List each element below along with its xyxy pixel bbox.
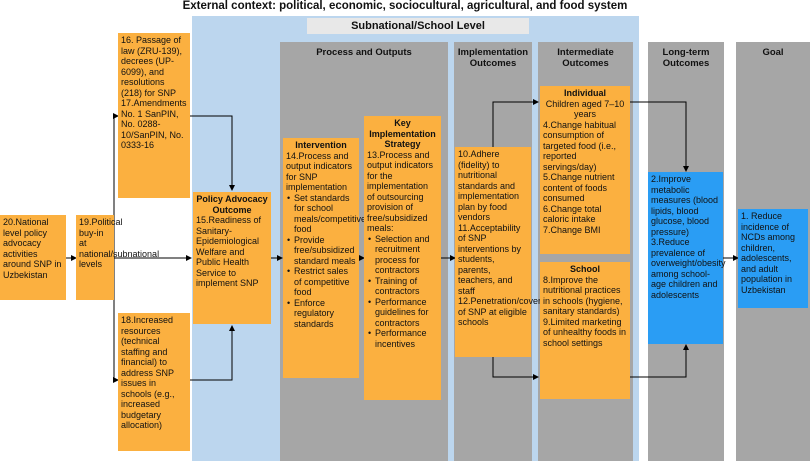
box-10-text: 10.Adhere (fidelity) to nutritional stan… [458, 149, 520, 222]
strategy-item: Selection and recruitment process for co… [368, 234, 438, 276]
longterm-header: Long-term Outcomes [662, 47, 710, 69]
external-context-title: External context: political, economic, s… [182, 0, 628, 12]
process-header: Process and Outputs [316, 47, 412, 58]
box-18-resources: 18.Increased resources (technical staffi… [118, 313, 190, 451]
box-2-text: 2.Improve metabolic measures (blood lipi… [651, 174, 719, 237]
intervention-item: Enforce regulatory standards [287, 298, 356, 330]
intervention-item: Provide free/subsidized standard meals [287, 235, 356, 267]
box-1-text: 1. Reduce incidence of NCDs among childr… [741, 211, 796, 295]
box-13-key-implementation-strategy: Key Implementation Strategy 13.Process a… [364, 116, 441, 400]
policy-advocacy-title: Policy Advocacy Outcome [196, 194, 268, 215]
box-8-text: 8.Improve the nutritional practices in s… [543, 274, 623, 317]
box-4-text: 4.Change habitual consumption of targete… [543, 119, 617, 172]
intervention-list: Set standards for school meals/competiti… [286, 193, 366, 330]
box-14-text: 14.Process and output indicators for SNP… [286, 150, 353, 193]
box-16-17-legislation: 16. Passage of law (ZRU-139), decrees (U… [118, 33, 190, 198]
box-19-political-buy-in: 19.Political buy-in at national/subnatio… [76, 215, 159, 300]
strategy-item: Performance incentives [368, 328, 438, 349]
box-11-text: 11.Acceptability of SNP interventions by… [458, 222, 522, 296]
box-1-goal: 1. Reduce incidence of NCDs among childr… [738, 209, 808, 308]
box-19-text: 19.Political buy-in at national/subnatio… [79, 217, 160, 269]
intervention-item: Restrict sales of competitive food [287, 266, 356, 298]
box-10-12-implementation-outcomes: 10.Adhere (fidelity) to nutritional stan… [455, 147, 557, 357]
box-2-3-longterm-outcomes: 2.Improve metabolic measures (blood lipi… [648, 172, 726, 344]
intervention-item: Set standards for school meals/competiti… [287, 193, 366, 235]
goal-header: Goal [762, 47, 784, 58]
box-12-text: 12.Penetration/coverage of SNP at eligib… [458, 296, 557, 327]
intervention-title: Intervention [295, 140, 347, 150]
strategy-item: Training of contractors [368, 276, 438, 297]
box-9-text: 9.Limited marketing of unhealthy foods i… [543, 316, 627, 348]
box-16-text: 16. Passage of law (ZRU-139), decrees (U… [121, 35, 183, 98]
strategy-item: Performance guidelines for contractors [368, 297, 438, 329]
box-17-text: 17.Amendments No. 1 SanPIN, No. 0288-10/… [121, 98, 187, 150]
box-13-text: 13.Process and output indicators for the… [367, 149, 434, 234]
box-15-policy-advocacy-outcome: Policy Advocacy Outcome 15.Readiness of … [193, 192, 271, 324]
subnational-label: Subnational/School Level [307, 18, 529, 34]
box-school-outcomes: School 8.Improve the nutritional practic… [540, 262, 630, 399]
box-14-intervention: Intervention 14.Process and output indic… [283, 138, 366, 378]
individual-subtitle: Children aged 7–10 years [545, 98, 625, 120]
box-individual-outcomes: Individual Children aged 7–10 years 4.Ch… [540, 86, 630, 254]
box-3-text: 3.Reduce prevalence of overweight/obesit… [651, 237, 726, 300]
box-18-text: 18.Increased resources (technical staffi… [121, 315, 175, 430]
box-7-text: 7.Change BMI [543, 224, 601, 235]
box-20-national-advocacy: 20.National level policy advocacy activi… [0, 215, 66, 300]
strategy-list: Selection and recruitment process for co… [367, 234, 438, 350]
box-20-text: 20.National level policy advocacy activi… [3, 217, 62, 280]
box-5-text: 5.Change nutrient content of foods consu… [543, 172, 615, 203]
individual-title: Individual [563, 88, 606, 98]
intermediate-header: Intermediate Outcomes [557, 47, 614, 69]
strategy-title: Key Implementation Strategy [369, 118, 436, 149]
box-6-text: 6.Change total caloric intake [543, 203, 602, 225]
box-15-text: 15.Readiness of Sanitary-Epidemiological… [196, 215, 262, 288]
implementation-header: Implementation Outcomes [457, 47, 529, 69]
school-title: School [569, 264, 600, 274]
